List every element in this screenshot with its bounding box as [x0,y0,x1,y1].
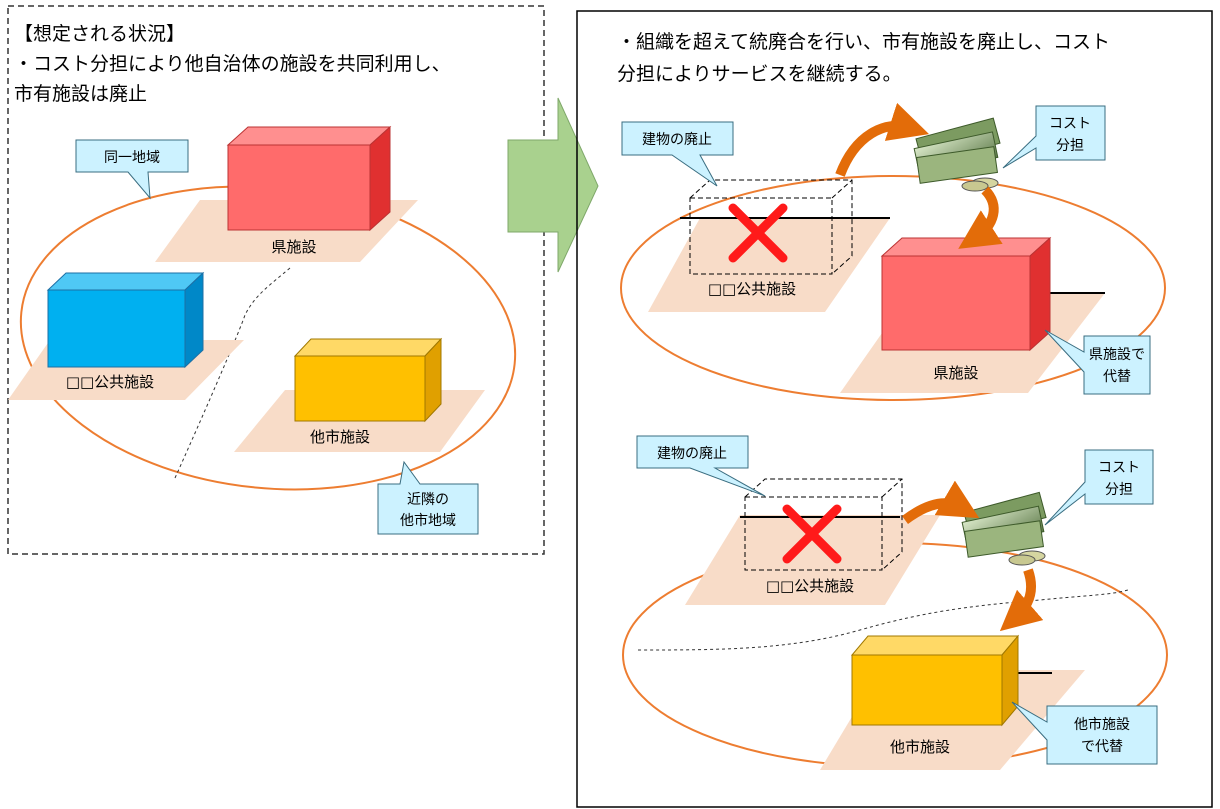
top-pref-box-front [881,255,1031,351]
public-box-front [47,289,186,368]
right-line1: ・組織を超えて統廃合を行い、市有施設を廃止し、コスト [617,31,1110,53]
top-ghost-box [689,179,853,275]
top-pref-box-side [1029,236,1051,352]
bottom-ghost-box [744,478,903,571]
top-callout-cost-text-1: コスト [1049,116,1091,132]
top-removed-floor [648,218,890,312]
bottom-arrow-to-money [902,480,980,525]
public-box-top [46,272,205,291]
public-facility: □□公共施設 [8,271,244,400]
callout-neighbor-shape [377,460,479,535]
bottom-callout-cost [1044,449,1154,526]
other-city-box-top [293,338,443,357]
top-cross-icon [728,203,788,263]
public-facility-label: □□公共施設 [66,373,154,391]
bottom-callout-cost-text-2: 分担 [1105,482,1133,498]
bottom-arrow-to-other [999,568,1044,632]
public-box-side [184,271,204,369]
top-removed-label: □□公共施設 [708,280,796,298]
bottom-other-box-top [850,635,1020,656]
transition-arrow [507,97,599,273]
callout-neighbor-text-2: 他市地域 [400,512,456,529]
bottom-callout-cost-text-1: コスト [1098,460,1140,476]
pref-box-top [226,126,392,146]
top-callout-replace-text-2: 代替 [1103,369,1131,385]
top-scenario: □□公共施設 県施設 建物の廃止 コスト [620,102,1166,401]
pref-box-side [369,125,391,232]
right-panel: ・組織を超えて統廃合を行い、市有施設を廃止し、コスト 分担によりサービスを継続す… [576,10,1213,808]
top-pref-label: 県施設 [933,364,978,382]
bottom-money-icon [961,491,1047,566]
callout-neighbor-text-1: 近隣の [407,492,449,508]
left-line1: ・コスト分担により他自治体の施設を共同利用し、 [14,53,451,75]
left-heading: 【想定される状況】 [14,23,185,45]
bottom-callout-replace-text-1: 他市施設 [1074,716,1130,733]
bottom-other-box-front [851,654,1003,726]
other-city-facility-label: 他市施設 [310,428,370,446]
pref-facility: 県施設 [155,125,418,262]
bottom-removed-label: □□公共施設 [766,577,854,595]
bottom-callout-replace [1011,701,1158,765]
top-callout-demolish [621,121,734,187]
top-callout-cost [1002,105,1106,169]
bottom-cross-icon [782,504,842,564]
top-callout-cost-text-2: 分担 [1056,138,1084,154]
other-city-box-front [294,355,426,422]
top-callout-demolish-text: 建物の廃止 [642,131,712,148]
right-panel-border [576,10,1213,808]
callout-same-area-shape [75,139,189,200]
area-divider-line [174,267,291,479]
bottom-scenario: □□公共施設 他市施設 建物の廃止 コス [622,435,1168,770]
top-ellipse [620,175,1166,401]
bottom-removed-floor [685,515,940,605]
bottom-other-label: 他市施設 [890,738,950,756]
right-line2: 分担によりサービスを継続する。 [617,63,902,85]
bottom-callout-replace-text-2: で代替 [1081,739,1123,755]
left-line2: 市有施設は廃止 [14,83,147,105]
callout-neighbor: 近隣の 他市地域 [377,460,479,535]
top-arrow-to-money [835,102,930,177]
left-panel: 【想定される状況】 ・コスト分担により他自治体の施設を共同利用し、 市有施設は廃… [7,5,545,555]
top-callout-replace-text-1: 県施設で [1089,347,1145,363]
pref-box-front [227,144,371,231]
top-pref-box-top [880,237,1052,257]
bottom-callout-demolish-text: 建物の廃止 [657,445,727,462]
other-city-facility: 他市施設 [234,337,485,452]
bottom-callout-demolish [636,435,766,497]
top-money-icon [913,117,1001,192]
callout-same-area: 同一地域 [75,139,189,200]
callout-same-area-text: 同一地域 [104,150,160,166]
top-callout-replace [1044,329,1151,395]
pref-facility-label: 県施設 [271,238,316,256]
top-arrow-to-pref [958,186,1003,249]
